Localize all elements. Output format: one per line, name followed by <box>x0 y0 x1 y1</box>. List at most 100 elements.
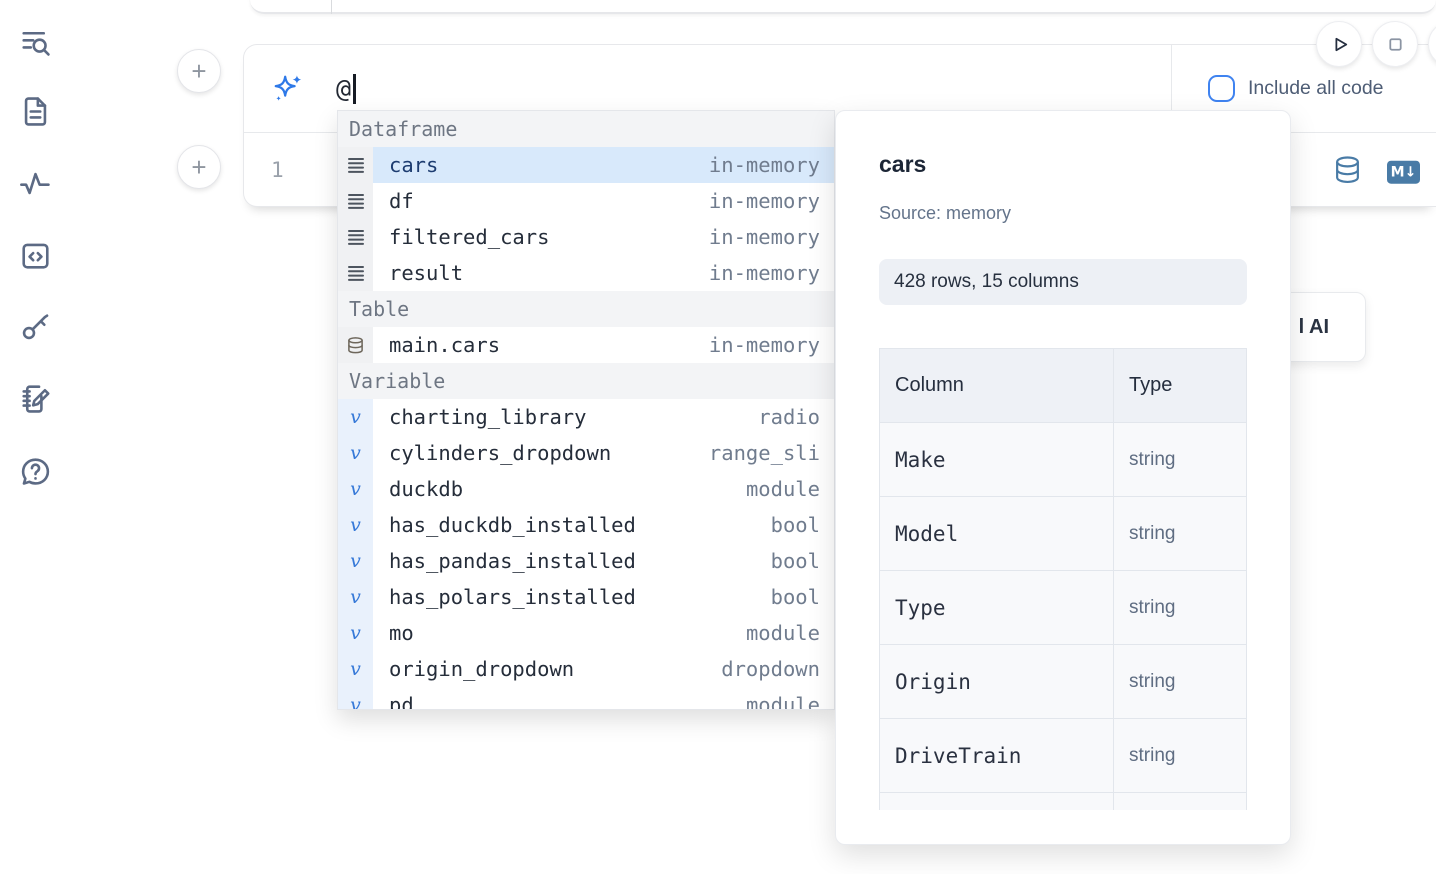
previous-cell-edge <box>250 0 1436 14</box>
schema-row <box>879 792 1247 810</box>
previous-cell-divider <box>331 0 332 14</box>
variable-icon: v <box>338 435 373 471</box>
database-icon[interactable] <box>1334 155 1361 189</box>
autocomplete-item-cylinders_dropdown[interactable]: v cylinders_dropdown range_sli <box>338 435 834 471</box>
column-type: string <box>1113 570 1247 645</box>
item-type: dropdown <box>721 657 820 681</box>
autocomplete-section-dataframe: Dataframe <box>338 111 834 147</box>
item-type: in-memory <box>708 261 820 285</box>
column-name: Type <box>879 570 1114 645</box>
item-name: df <box>389 189 414 213</box>
include-all-code-zone: Include all code <box>1172 45 1436 132</box>
item-name: has_duckdb_installed <box>389 513 636 537</box>
schema-header-column: Column <box>879 348 1114 423</box>
item-type: module <box>745 693 820 710</box>
item-type: radio <box>758 405 820 429</box>
item-type: in-memory <box>708 225 820 249</box>
variable-icon: v <box>338 507 373 543</box>
item-type: bool <box>770 513 820 537</box>
item-name: main.cars <box>389 333 501 357</box>
code-block-icon[interactable] <box>16 236 54 274</box>
item-type: in-memory <box>708 333 820 357</box>
ai-sparkle-icon <box>274 74 302 101</box>
ai-button-label: l AI <box>1298 315 1329 338</box>
help-chat-icon[interactable] <box>16 451 54 489</box>
column-name: DriveTrain <box>879 718 1114 793</box>
activity-icon[interactable] <box>16 164 54 202</box>
item-name: origin_dropdown <box>389 657 575 681</box>
dataframe-icon <box>338 255 373 291</box>
item-type: in-memory <box>708 153 820 177</box>
autocomplete-section-table: Table <box>338 291 834 327</box>
item-type: bool <box>770 549 820 573</box>
dataframe-preview-panel: cars Source: memory 428 rows, 15 columns… <box>835 110 1291 845</box>
autocomplete-item-has_pandas_installed[interactable]: v has_pandas_installed bool <box>338 543 834 579</box>
column-name: Origin <box>879 644 1114 719</box>
line-number: 1 <box>271 157 284 182</box>
item-name: filtered_cars <box>389 225 550 249</box>
item-name: cylinders_dropdown <box>389 441 612 465</box>
variable-icon: v <box>338 651 373 687</box>
autocomplete-item-main.cars[interactable]: main.cars in-memory <box>338 327 834 363</box>
autocomplete-section-variable: Variable <box>338 363 834 399</box>
run-cell-button[interactable] <box>1316 21 1362 67</box>
item-type: module <box>745 621 820 645</box>
preview-source: Source: memory <box>879 203 1012 223</box>
column-name: Model <box>879 496 1114 571</box>
key-icon[interactable] <box>16 307 54 345</box>
preview-summary-badge: 428 rows, 15 columns <box>879 259 1247 305</box>
file-text-icon[interactable] <box>16 92 54 130</box>
prompt-value: @ <box>336 74 352 103</box>
autocomplete-item-df[interactable]: df in-memory <box>338 183 834 219</box>
notebook-edit-icon[interactable] <box>16 379 54 417</box>
variable-icon: v <box>338 543 373 579</box>
item-name: has_polars_installed <box>389 585 636 609</box>
schema-header-type: Type <box>1113 348 1247 423</box>
item-name: duckdb <box>389 477 464 501</box>
dataframe-icon <box>338 183 373 219</box>
add-cell-below-button[interactable]: + <box>177 145 221 189</box>
column-type: string <box>1113 644 1247 719</box>
include-all-code-checkbox[interactable] <box>1208 75 1235 102</box>
text-cursor <box>353 73 356 104</box>
item-type: range_sli <box>708 441 820 465</box>
preview-title: cars <box>879 151 927 177</box>
column-type <box>1113 792 1247 810</box>
item-type: in-memory <box>708 189 820 213</box>
add-cell-above-button[interactable]: + <box>177 49 221 93</box>
autocomplete-item-has_duckdb_installed[interactable]: v has_duckdb_installed bool <box>338 507 834 543</box>
column-type: string <box>1113 422 1247 497</box>
variable-icon: v <box>338 399 373 435</box>
code-editor-row[interactable]: 1 M↓ <box>244 133 1436 206</box>
dataframe-icon <box>338 219 373 255</box>
item-name: pd <box>389 693 414 710</box>
play-icon <box>1334 37 1347 51</box>
variable-icon: v <box>338 471 373 507</box>
table-database-icon <box>338 327 373 363</box>
variable-icon: v <box>338 615 373 651</box>
include-all-code-label: Include all code <box>1248 77 1384 99</box>
list-search-icon[interactable] <box>16 22 54 60</box>
autocomplete-item-filtered_cars[interactable]: filtered_cars in-memory <box>338 219 834 255</box>
item-name: has_pandas_installed <box>389 549 636 573</box>
markdown-icon[interactable]: M↓ <box>1387 160 1420 184</box>
column-name <box>879 792 1114 810</box>
stop-button[interactable] <box>1372 21 1418 67</box>
column-name: Make <box>879 422 1114 497</box>
column-type: string <box>1113 718 1247 793</box>
item-type: module <box>745 477 820 501</box>
autocomplete-item-origin_dropdown[interactable]: v origin_dropdown dropdown <box>338 651 834 687</box>
item-type: bool <box>770 585 820 609</box>
